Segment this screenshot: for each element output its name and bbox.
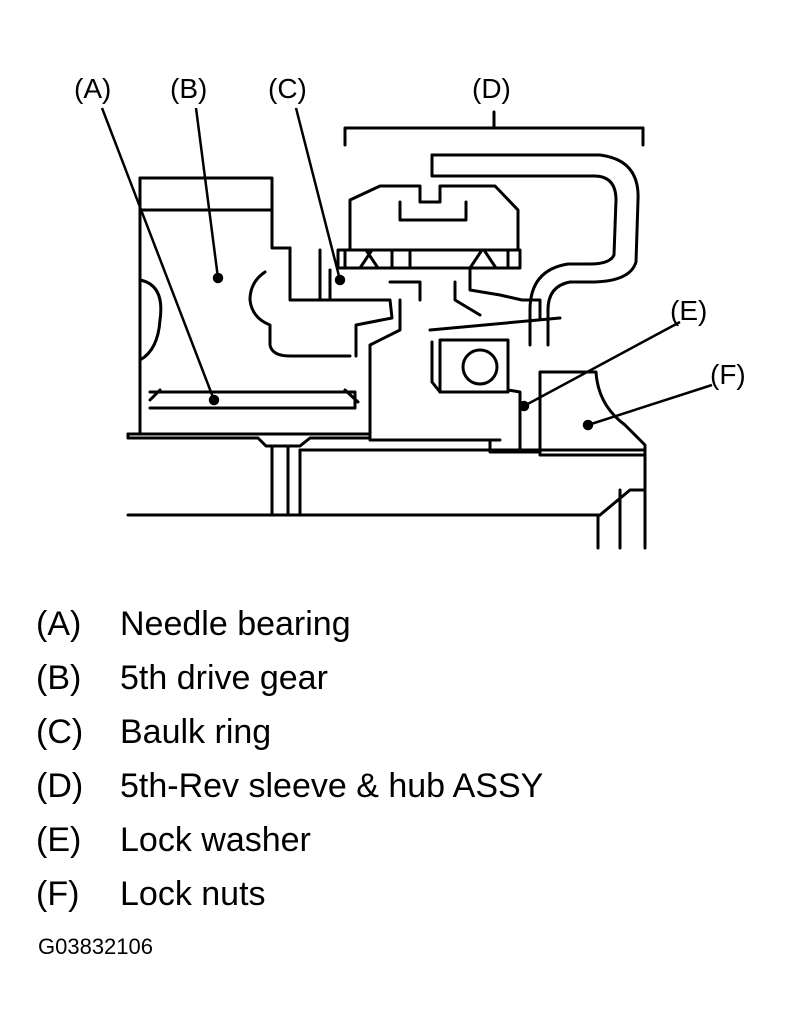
callout-c: (C) — [268, 73, 307, 104]
main-shaft — [126, 393, 647, 550]
legend-row: (F) Lock nuts — [0, 870, 786, 918]
legend-text: 5th-Rev sleeve & hub ASSY — [120, 767, 544, 805]
callout-e: (E) — [670, 295, 708, 326]
legend-text: Needle bearing — [120, 605, 351, 643]
legend-row: (B) 5th drive gear — [0, 654, 786, 702]
legend-row: (A) Needle bearing — [0, 600, 786, 648]
legend-key: (D) — [36, 767, 84, 805]
legend-row: (E) Lock washer — [0, 816, 786, 864]
drive-gear-body — [138, 176, 380, 397]
sleeve-hub-bracket — [343, 110, 645, 147]
shift-fork — [430, 153, 640, 347]
sleeve — [348, 184, 520, 252]
legend-text: Baulk ring — [120, 713, 272, 751]
legend-key: (B) — [36, 659, 82, 697]
legend-text: Lock nuts — [120, 875, 266, 913]
callout-d: (D) — [472, 73, 511, 104]
legend-key: (E) — [36, 821, 82, 859]
legend-text: Lock washer — [120, 821, 311, 859]
callout-b: (B) — [170, 73, 208, 104]
legend-key: (A) — [36, 605, 82, 643]
needle-bearing-shape — [148, 388, 360, 410]
synchro-teeth — [336, 248, 522, 270]
legend-row: (C) Baulk ring — [0, 708, 786, 756]
hub — [368, 266, 562, 442]
legend-key: (F) — [36, 875, 80, 913]
gear-assembly-diagram — [100, 107, 713, 550]
ball-bearing — [430, 338, 510, 394]
leader-lines — [100, 107, 713, 431]
callout-a: (A) — [74, 73, 112, 104]
figure-code: G03832106 — [38, 934, 153, 959]
lock-washer-shape — [488, 388, 542, 454]
baulk-ring — [328, 268, 422, 358]
legend-row: (D) 5th-Rev sleeve & hub ASSY — [0, 762, 786, 810]
legend-key: (C) — [36, 713, 84, 751]
lock-nut-shape — [538, 370, 647, 457]
legend-text: 5th drive gear — [120, 659, 328, 697]
callout-f: (F) — [710, 359, 746, 390]
